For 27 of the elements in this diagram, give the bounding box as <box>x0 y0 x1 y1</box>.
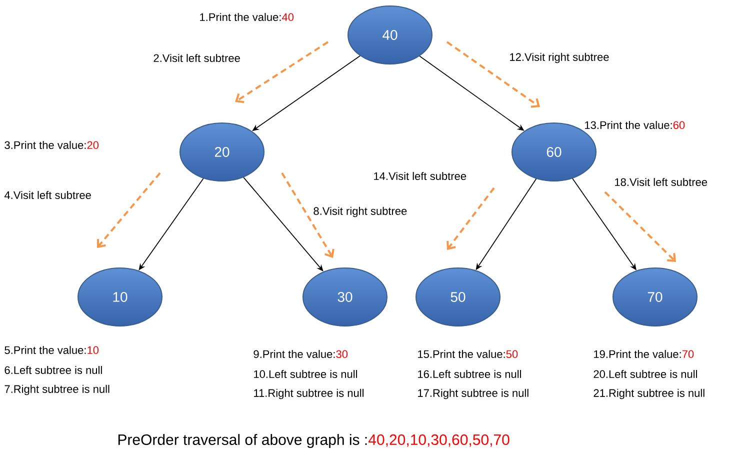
step-label: 21.Right subtree is null <box>594 388 704 400</box>
step-label: 16.Left subtree is null <box>418 370 522 378</box>
step-label: 8.Visit right subtree <box>314 206 407 218</box>
step-label: 9.Print the value:30 <box>254 350 348 358</box>
step-label: 20.Left subtree is null <box>594 370 698 378</box>
step-label: 19.Print the value:70 <box>594 350 694 358</box>
tree-node: 10 <box>78 267 162 326</box>
step-label: 7.Right subtree is null <box>4 384 110 396</box>
result-text: PreOrder traversal of above graph is :40,20,10,30,60,50,70 <box>118 434 510 448</box>
tree-node: 30 <box>302 267 388 326</box>
step-label: 2.Visit left subtree <box>154 54 240 62</box>
step-label: 4.Visit left subtree <box>4 190 91 200</box>
step-label: 10.Left subtree is null <box>254 370 358 378</box>
step-label: 14.Visit left subtree <box>374 172 466 180</box>
step-label: 15.Print the value:50 <box>418 350 518 358</box>
step-label: 6.Left subtree is null <box>4 366 102 374</box>
step-label: 17.Right subtree is null <box>418 388 528 400</box>
step-label: 5.Print the value: 10 <box>4 346 99 354</box>
step-label: 18.Visit left subtree <box>615 178 708 186</box>
tree-node: 40 <box>348 6 432 64</box>
step-label: 1.Print the value:40 <box>200 12 294 22</box>
tree-node: 70 <box>612 267 698 326</box>
step-label: 11.Right subtree is null <box>254 388 364 400</box>
tree-node: 20 <box>180 122 264 182</box>
tree-node: 50 <box>416 267 500 326</box>
step-label: 12.Visit right subtree <box>510 52 609 64</box>
step-label: 3.Print the value:20 <box>4 140 99 150</box>
